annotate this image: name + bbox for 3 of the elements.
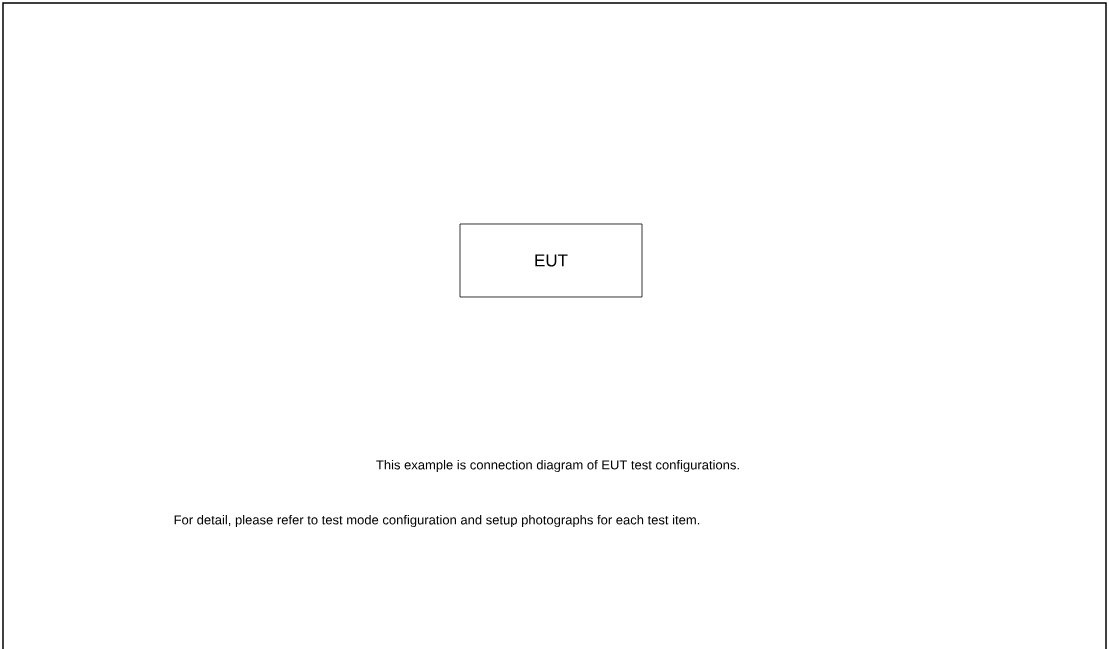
note-text: For detail, please refer to test mode configuration and setup photographs for each test item.	[174, 514, 700, 528]
note-text: This example is connection diagram of EUT test configurations.	[376, 459, 739, 473]
process-box: EUT	[459, 223, 643, 298]
